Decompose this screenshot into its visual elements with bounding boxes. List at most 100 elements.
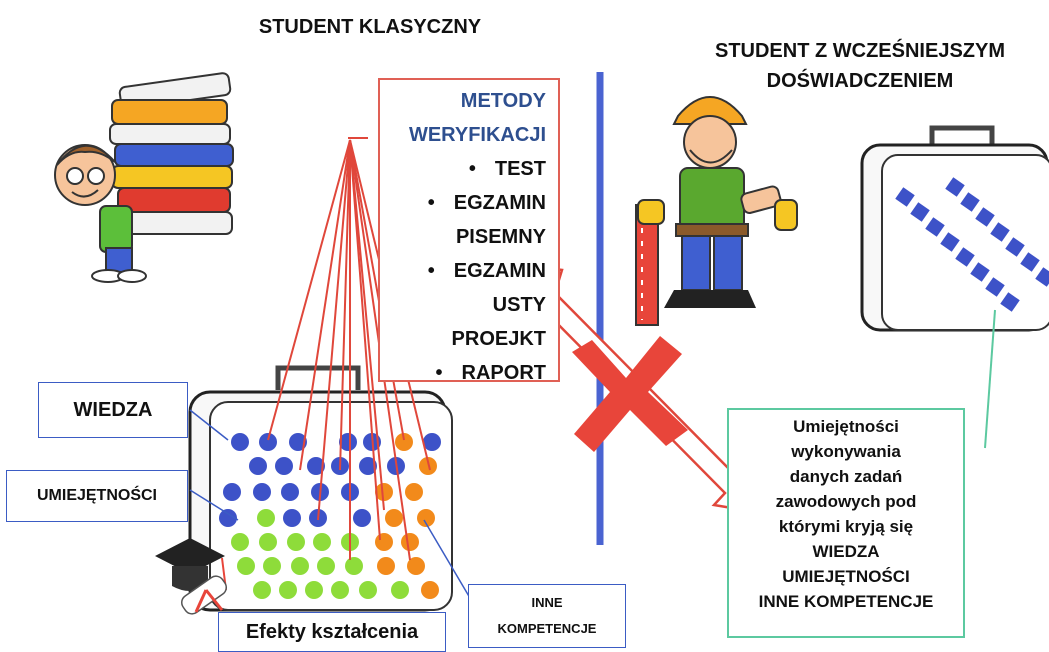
red-connector (317, 139, 351, 521)
green-box-line: danych zadań (789, 467, 903, 486)
skill-dot (359, 581, 377, 599)
knowledge-dot (353, 509, 371, 527)
skill-square (1035, 267, 1049, 287)
knowledge-dot (359, 457, 377, 475)
red-connector (267, 139, 351, 441)
professional-skills-box: Umiejętności wykonywania danych zadań za… (727, 408, 965, 638)
skill-dot (291, 557, 309, 575)
method-item: •PROEJKT (451, 328, 546, 350)
competence-dot (375, 533, 393, 551)
methods-header-line1: METODY (460, 90, 546, 112)
bullet-icon: • (468, 158, 476, 180)
skill-dot (257, 509, 275, 527)
green-box-line: WIEDZA (812, 542, 880, 561)
methods-list: •TEST •EGZAMIN •PISEMNY •EGZAMIN •USTY •… (380, 152, 546, 390)
right-title-line2: DOŚWIADCZENIEM (766, 70, 954, 92)
knowledge-dot (283, 509, 301, 527)
verification-methods-box: METODY WERYFIKACJI •TEST •EGZAMIN •PISEM… (378, 78, 560, 384)
left-title: STUDENT KLASYCZNY (258, 16, 482, 38)
competence-dot (405, 483, 423, 501)
green-box-line: którymi kryją się (778, 517, 914, 536)
knowledge-dot (223, 483, 241, 501)
bullet-icon: • (427, 260, 435, 282)
knowledge-dot (289, 433, 307, 451)
green-box-line: zawodowych pod (775, 492, 917, 511)
green-box-line: INNE KOMPETENCJE (758, 592, 934, 611)
green-box-line: UMIEJĘTNOŚCI (782, 567, 910, 586)
knowledge-dot (253, 483, 271, 501)
graduation-cap-icon (155, 538, 228, 615)
method-item: •TEST (380, 152, 546, 186)
method-item: •USTY (492, 294, 546, 316)
skill-square (990, 222, 1010, 242)
skill-square (1000, 292, 1020, 312)
knowledge-label: WIEDZA (38, 382, 188, 438)
skill-square (985, 277, 1005, 297)
bullet-icon: • (427, 192, 435, 214)
skill-dot (279, 581, 297, 599)
competence-dot (401, 533, 419, 551)
competence-dot (419, 457, 437, 475)
skills-pointer (189, 489, 239, 521)
other-competences-label: INNE KOMPETENCJE (468, 584, 626, 648)
skill-dot (237, 557, 255, 575)
competence-dot (407, 557, 425, 575)
red-connector (339, 139, 351, 471)
green-box-line: Umiejętności (793, 417, 899, 436)
knowledge-pointer (189, 409, 229, 441)
methods-header-line2: WERYFIKACJI (408, 124, 546, 146)
competence-dot (421, 581, 439, 599)
skill-square (895, 187, 915, 207)
skill-square (955, 247, 975, 267)
competence-dot (395, 433, 413, 451)
competence-dot (377, 557, 395, 575)
knowledge-dot (275, 457, 293, 475)
teal-connector (984, 309, 996, 449)
bullet-icon: • (435, 362, 443, 384)
skill-dot (317, 557, 335, 575)
skill-square (925, 217, 945, 237)
green-box-line: wykonywania (791, 442, 901, 461)
method-item: •RAPORT (380, 356, 546, 390)
cross-icon (572, 336, 688, 452)
knowledge-dot (259, 433, 277, 451)
skill-square (1020, 252, 1040, 272)
knowledge-dot (219, 509, 237, 527)
method-item: •EGZAMIN (380, 254, 546, 288)
other-pointer (423, 519, 471, 599)
method-item: •EGZAMIN (380, 186, 546, 220)
skill-dot (391, 581, 409, 599)
competence-dot (375, 483, 393, 501)
red-connector (349, 139, 405, 441)
skills-label: UMIEJĘTNOŚCI (6, 470, 188, 522)
skill-dot (231, 533, 249, 551)
right-title-line1: STUDENT Z WCZEŚNIEJSZYM (714, 40, 1005, 62)
knowledge-dot (339, 433, 357, 451)
knowledge-dot (249, 457, 267, 475)
skill-square (945, 177, 965, 197)
skill-dot (287, 533, 305, 551)
knowledge-dot (307, 457, 325, 475)
skill-square (960, 192, 980, 212)
skill-dot (313, 533, 331, 551)
worker-icon (635, 96, 798, 326)
knowledge-dot (423, 433, 441, 451)
skill-square (910, 202, 930, 222)
skill-square (940, 232, 960, 252)
skill-dot (305, 581, 323, 599)
knowledge-dot (281, 483, 299, 501)
red-connector (349, 139, 385, 511)
suitcase-icon (860, 125, 1049, 332)
competence-dot (385, 509, 403, 527)
skill-dot (345, 557, 363, 575)
red-connector (299, 139, 351, 471)
skill-dot (259, 533, 277, 551)
method-item: •PISEMNY (455, 226, 546, 248)
skill-square (975, 207, 995, 227)
skill-square (1005, 237, 1025, 257)
skill-squares (895, 177, 1049, 312)
skill-square (970, 262, 990, 282)
student-with-books-icon (54, 72, 234, 283)
skill-dot (253, 581, 271, 599)
